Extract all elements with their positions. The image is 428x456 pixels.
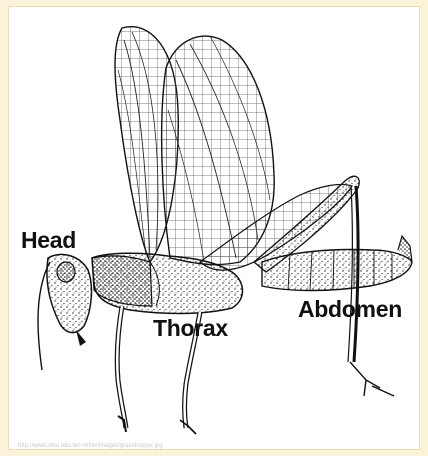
thorax-label: Thorax — [153, 317, 228, 340]
head-body — [47, 254, 92, 346]
abdomen-label: Abdomen — [298, 298, 402, 321]
front-leg — [117, 306, 126, 432]
head-label: Head — [21, 229, 76, 252]
image-source-caption: http://www.nthu.edu.tw/~mfrkr/images/gra… — [18, 443, 163, 449]
